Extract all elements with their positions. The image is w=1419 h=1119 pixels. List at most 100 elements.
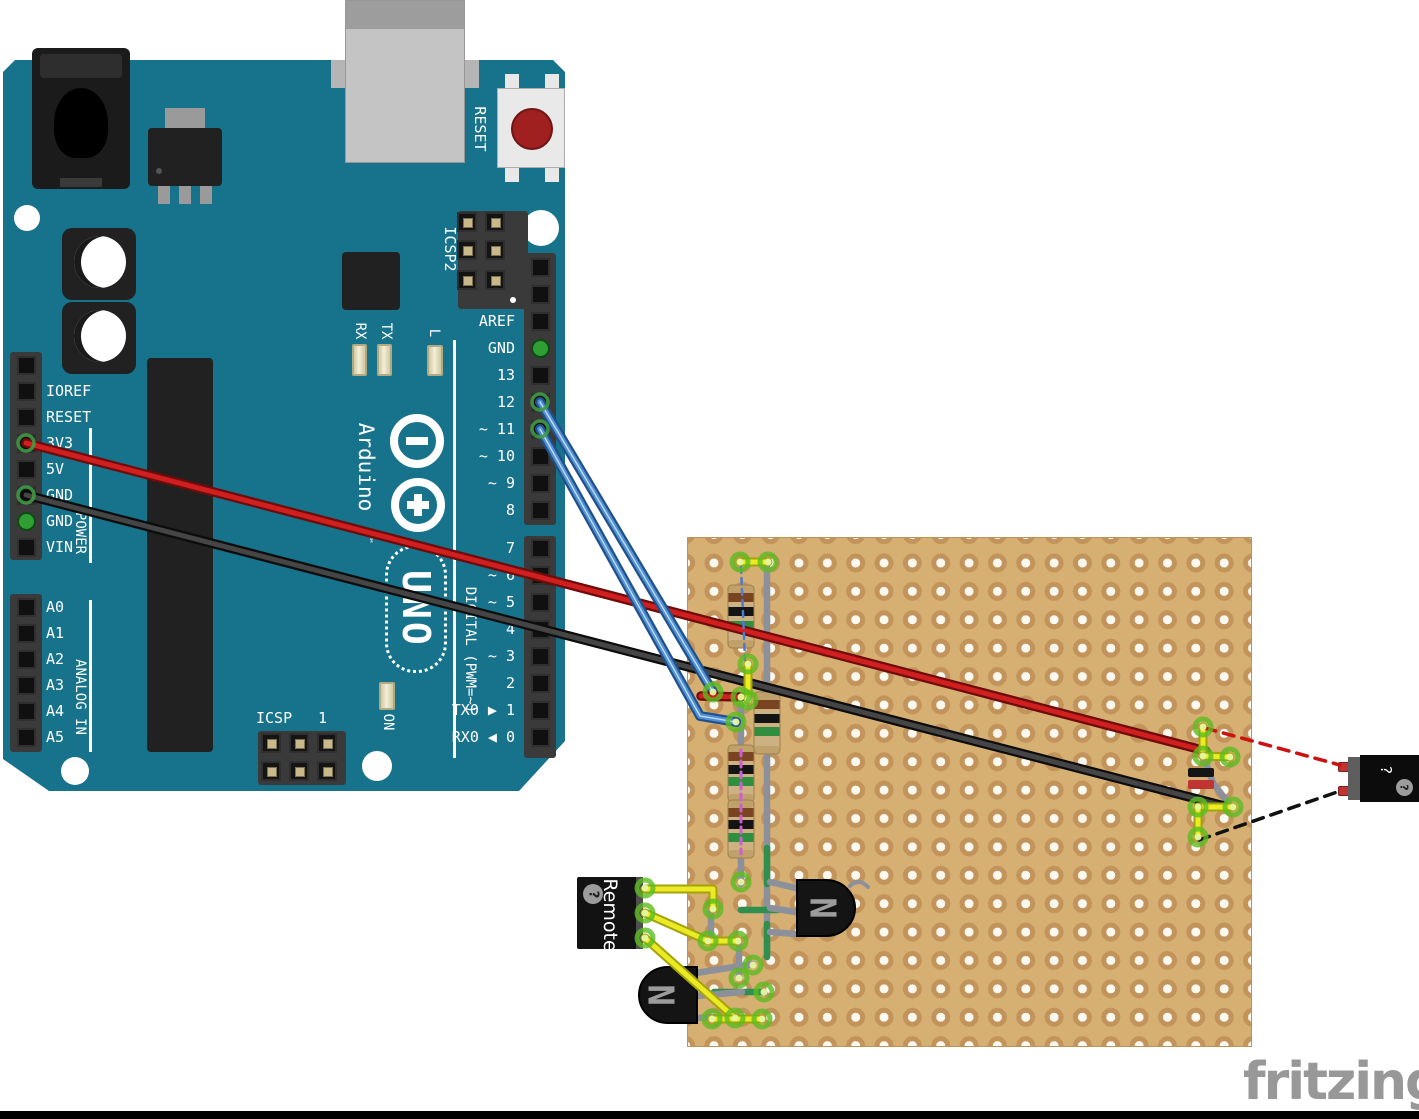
icsp2-pin[interactable] (457, 240, 477, 260)
pin-digital-top-~ 9[interactable] (531, 474, 550, 493)
pin-label-analog-A5: A5 (46, 728, 65, 746)
pin-label-power-VIN: VIN (46, 538, 74, 556)
icsp2-pin-contact (463, 246, 473, 256)
pin-power-5V[interactable] (17, 460, 36, 479)
pin-label-analog-A3: A3 (46, 676, 65, 694)
pin-label-digital-bottom-TX0 ▶ 1: TX0 ▶ 1 (451, 701, 515, 719)
regulator-leg (179, 186, 191, 204)
icsp2-pin-contact (491, 218, 501, 228)
pin-label-power-5V: 5V (46, 460, 65, 478)
icsp-pin[interactable] (261, 733, 281, 753)
pin-digital-top-~ 11[interactable] (531, 420, 550, 439)
remote-receiver[interactable]: ? Remote (577, 877, 643, 952)
voltage-regulator[interactable] (148, 128, 222, 186)
reset-button-tab (545, 168, 559, 182)
pin-analog-A3[interactable] (17, 676, 36, 695)
pin-power-0[interactable] (17, 356, 36, 375)
pin-digital-top-1[interactable] (531, 285, 550, 304)
mystery-part[interactable]: ? ? (1338, 755, 1419, 802)
icsp-pin-contact (295, 739, 305, 749)
capacitor[interactable] (62, 228, 136, 300)
pin-analog-A1[interactable] (17, 624, 36, 643)
pin-power-GND[interactable] (17, 512, 36, 531)
regulator-leg (200, 186, 212, 204)
pin-digital-bottom-RX0 ◀ 0[interactable] (531, 728, 550, 747)
power-jack[interactable] (32, 48, 130, 189)
perfboard-holes (688, 538, 1251, 1046)
power-jack-barrel (54, 88, 108, 158)
icsp-pin[interactable] (289, 733, 309, 753)
reset-button-tab (545, 74, 559, 88)
regulator-dot (156, 168, 162, 174)
regulator-tab (165, 108, 205, 130)
pin-digital-top-AREF[interactable] (531, 312, 550, 331)
mcu-chip[interactable] (147, 358, 213, 752)
capacitor-top (74, 236, 126, 288)
pin-label-digital-bottom-2: 2 (505, 674, 515, 692)
pin-label-analog-A2: A2 (46, 650, 65, 668)
pin-digital-top-13[interactable] (531, 366, 550, 385)
icsp2-pin[interactable] (457, 270, 477, 290)
icsp2-pin1-dot (510, 297, 516, 303)
tx-label: TX (378, 322, 394, 340)
on-label: ON (380, 713, 396, 731)
regulator-leg (158, 186, 170, 204)
pin-power-VIN[interactable] (17, 538, 36, 557)
pin-digital-bottom-4[interactable] (531, 620, 550, 639)
pin-digital-bottom-~ 6[interactable] (531, 566, 550, 585)
pin-power-IOREF[interactable] (17, 382, 36, 401)
pin-label-digital-top-12: 12 (496, 393, 515, 411)
pin-digital-bottom-~ 3[interactable] (531, 647, 550, 666)
capacitor-top (74, 310, 126, 362)
pin-label-power-GND: GND (46, 486, 74, 504)
icsp-pin[interactable] (317, 733, 337, 753)
icsp-pin-contact (267, 767, 277, 777)
pin-label-digital-bottom-~ 5: ~ 5 (487, 593, 515, 611)
reset-button[interactable] (497, 88, 565, 168)
pin-digital-top-8[interactable] (531, 501, 550, 520)
pin-digital-bottom-7[interactable] (531, 539, 550, 558)
pin-analog-A2[interactable] (17, 650, 36, 669)
analog-group-label: ANALOG IN (72, 659, 88, 735)
mounting-hole (14, 205, 40, 231)
pin-label-digital-bottom-~ 3: ~ 3 (487, 647, 515, 665)
on-led (379, 682, 395, 710)
pin-label-digital-top-8: 8 (505, 501, 515, 519)
pin-power-RESET[interactable] (17, 408, 36, 427)
usb-controller-chip[interactable] (342, 252, 400, 310)
pin-label-power-3V3: 3V3 (46, 434, 74, 452)
pin-power-3V3[interactable] (17, 434, 36, 453)
icsp2-pin[interactable] (457, 212, 477, 232)
pin-analog-A0[interactable] (17, 598, 36, 617)
icsp-pin[interactable] (317, 761, 337, 781)
icsp2-pin[interactable] (485, 270, 505, 290)
pin-digital-top-~ 10[interactable] (531, 447, 550, 466)
pin-label-digital-top-13: 13 (496, 366, 515, 384)
pin-power-GND[interactable] (17, 486, 36, 505)
pin-digital-bottom-TX0 ▶ 1[interactable] (531, 701, 550, 720)
icsp2-pin[interactable] (485, 212, 505, 232)
rx-label: RX (352, 322, 368, 340)
pin-digital-top-GND[interactable] (531, 339, 550, 358)
usb-tab-right (465, 60, 479, 88)
usb-tab-left (331, 60, 345, 88)
icsp-pin[interactable] (261, 761, 281, 781)
pin-analog-A4[interactable] (17, 702, 36, 721)
pin-label-digital-bottom-7: 7 (505, 539, 515, 557)
icsp-pin[interactable] (289, 761, 309, 781)
pin-digital-top-0[interactable] (531, 258, 550, 277)
pin-digital-top-12[interactable] (531, 393, 550, 412)
usb-connector[interactable] (345, 0, 465, 163)
pin-analog-A5[interactable] (17, 728, 36, 747)
pin-digital-bottom-~ 5[interactable] (531, 593, 550, 612)
icsp2-pin-contact (491, 246, 501, 256)
icsp2-pin[interactable] (485, 240, 505, 260)
perfboard[interactable] (687, 537, 1252, 1047)
icsp-pin-contact (323, 739, 333, 749)
pin-label-digital-top-GND: GND (487, 339, 515, 357)
pin-label-digital-top-AREF: AREF (478, 312, 515, 330)
reset-button-cap[interactable] (511, 108, 553, 150)
capacitor[interactable] (62, 302, 136, 374)
pin-digital-bottom-2[interactable] (531, 674, 550, 693)
reset-button-tab (505, 74, 519, 88)
